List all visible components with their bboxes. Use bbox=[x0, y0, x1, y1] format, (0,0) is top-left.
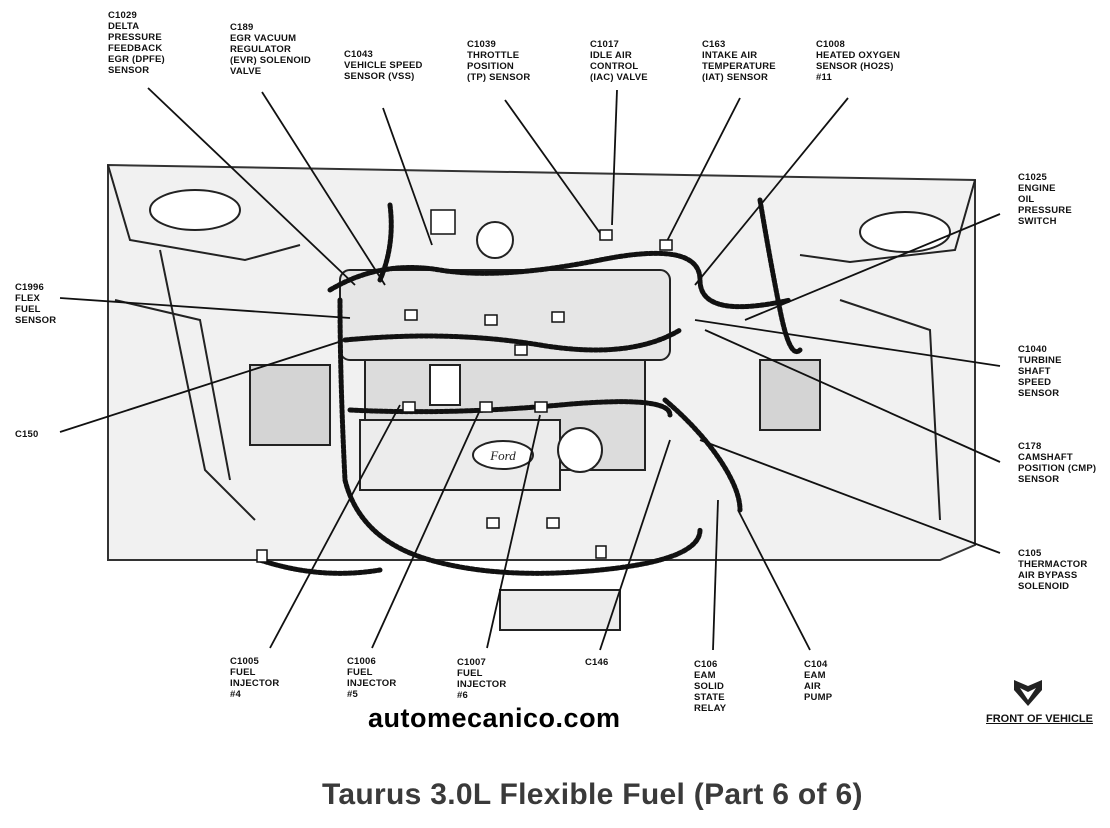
leader-c150 bbox=[59, 339, 346, 433]
label-c1029: C1029 DELTA PRESSURE FEEDBACK EGR (DPFE)… bbox=[108, 10, 165, 76]
label-c1007: C1007 FUEL INJECTOR #6 bbox=[457, 657, 507, 701]
throttle-body bbox=[476, 221, 514, 259]
label-c150: C150 bbox=[15, 429, 39, 440]
leader-c1996 bbox=[59, 297, 351, 319]
leader-c1043 bbox=[382, 107, 433, 246]
watermark: automecanico.com bbox=[368, 703, 621, 733]
ford-badge-text: Ford bbox=[489, 448, 516, 463]
label-c1017: C1017 IDLE AIR CONTROL (IAC) VALVE bbox=[590, 39, 648, 83]
leader-c1007 bbox=[486, 414, 541, 649]
leader-c106 bbox=[712, 499, 719, 651]
pulley bbox=[557, 427, 603, 473]
air-box bbox=[249, 364, 331, 446]
leader-c146 bbox=[599, 439, 671, 651]
label-c1040: C1040 TURBINE SHAFT SPEED SENSOR bbox=[1018, 344, 1062, 399]
battery bbox=[759, 359, 821, 431]
page-title: Taurus 3.0L Flexible Fuel (Part 6 of 6) bbox=[322, 778, 863, 811]
ford-badge-oval bbox=[472, 440, 534, 470]
label-c1006: C1006 FUEL INJECTOR #5 bbox=[347, 656, 397, 700]
label-c106: C106 EAM SOLID STATE RELAY bbox=[694, 659, 727, 714]
label-c1025: C1025 ENGINE OIL PRESSURE SWITCH bbox=[1018, 172, 1072, 227]
label-c163: C163 INTAKE AIR TEMPERATURE (IAT) SENSOR bbox=[702, 39, 776, 83]
label-c1043: C1043 VEHICLE SPEED SENSOR (VSS) bbox=[344, 49, 423, 82]
radiator-support bbox=[499, 589, 621, 631]
leader-c1017 bbox=[611, 89, 618, 226]
leader-c1040 bbox=[694, 319, 1001, 367]
label-c178: C178 CAMSHAFT POSITION (CMP) SENSOR bbox=[1018, 441, 1097, 485]
leader-c1025 bbox=[744, 213, 1001, 321]
leader-c105 bbox=[699, 439, 1001, 554]
front-of-vehicle-arrow-icon bbox=[1014, 680, 1042, 706]
label-c189: C189 EGR VACUUM REGULATOR (EVR) SOLENOID… bbox=[230, 22, 311, 77]
front-of-vehicle-label: FRONT OF VEHICLE bbox=[986, 713, 1093, 725]
connectors bbox=[256, 209, 673, 563]
leader-c1005 bbox=[269, 404, 401, 649]
label-c1039: C1039 THROTTLE POSITION (TP) SENSOR bbox=[467, 39, 531, 83]
leader-c163 bbox=[664, 97, 741, 246]
fuel-filter bbox=[429, 364, 461, 406]
leader-c1006 bbox=[371, 409, 481, 649]
leader-c189 bbox=[261, 91, 386, 286]
leader-c1029 bbox=[147, 87, 356, 286]
label-c105: C105 THERMACTOR AIR BYPASS SOLENOID bbox=[1018, 548, 1088, 592]
leader-c1008 bbox=[694, 97, 849, 286]
label-c1996: C1996 FLEX FUEL SENSOR bbox=[15, 282, 57, 326]
leader-lines bbox=[59, 87, 1001, 651]
connector-vss bbox=[430, 209, 456, 235]
label-c104: C104 EAM AIR PUMP bbox=[804, 659, 833, 703]
leader-c1039 bbox=[504, 99, 606, 241]
label-c1005: C1005 FUEL INJECTOR #4 bbox=[230, 656, 280, 700]
leader-c104 bbox=[737, 509, 811, 651]
label-c146: C146 bbox=[585, 657, 609, 668]
leader-c178 bbox=[704, 329, 1001, 463]
label-c1008: C1008 HEATED OXYGEN SENSOR (HO2S) #11 bbox=[816, 39, 901, 83]
